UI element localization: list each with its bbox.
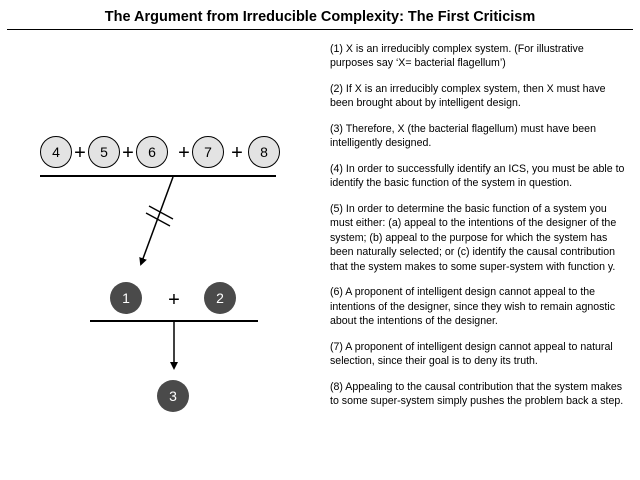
node-5: 5 bbox=[88, 136, 120, 168]
plus-sign: + bbox=[168, 289, 180, 311]
node-6-label: 6 bbox=[148, 144, 156, 160]
plus-sign: + bbox=[74, 142, 86, 164]
node-7-label: 7 bbox=[204, 144, 212, 160]
argument-diagram: 4 + 5 + 6 + 7 + 8 1 bbox=[40, 136, 280, 412]
title-divider bbox=[7, 29, 633, 30]
node-3: 3 bbox=[157, 380, 189, 412]
strike-mark bbox=[148, 205, 174, 220]
node-4: 4 bbox=[40, 136, 72, 168]
premise-5: (5) In order to determine the basic func… bbox=[330, 203, 617, 273]
premise-list: (1) X is an irreducibly complex system. … bbox=[330, 42, 630, 420]
plus-sign: + bbox=[231, 142, 243, 164]
node-5-label: 5 bbox=[100, 144, 108, 160]
premise-6: (6) A proponent of intelligent design ca… bbox=[330, 286, 616, 328]
page-title: The Argument from Irreducible Complexity… bbox=[104, 9, 536, 25]
strike-mark bbox=[145, 212, 171, 227]
node-4-label: 4 bbox=[52, 144, 60, 160]
node-2-label: 2 bbox=[216, 290, 224, 306]
plus-sign: + bbox=[122, 142, 134, 164]
invalid-inference-arrow bbox=[139, 176, 174, 266]
node-1: 1 bbox=[110, 282, 142, 314]
node-2: 2 bbox=[204, 282, 236, 314]
premise-1: (1) X is an irreducibly complex system. … bbox=[330, 43, 584, 70]
bottom-premise-group: 1 + 2 bbox=[90, 282, 258, 322]
plus-sign: + bbox=[178, 142, 190, 164]
node-7: 7 bbox=[192, 136, 224, 168]
node-8-label: 8 bbox=[260, 144, 268, 160]
premise-3: (3) Therefore, X (the bacterial flagellu… bbox=[330, 123, 596, 150]
premise-8: (8) Appealing to the causal contribution… bbox=[330, 380, 624, 408]
node-1-label: 1 bbox=[122, 290, 130, 306]
premise-4: (4) In order to successfully identify an… bbox=[330, 163, 625, 190]
premise-7: (7) A proponent of intelligent design ca… bbox=[330, 340, 613, 368]
top-premise-group: 4 + 5 + 6 + 7 + 8 bbox=[40, 136, 280, 177]
node-8: 8 bbox=[248, 136, 280, 168]
node-3-label: 3 bbox=[169, 388, 177, 404]
node-6: 6 bbox=[136, 136, 168, 168]
premise-2: (2) If X is an irreducibly complex syste… bbox=[330, 83, 606, 110]
